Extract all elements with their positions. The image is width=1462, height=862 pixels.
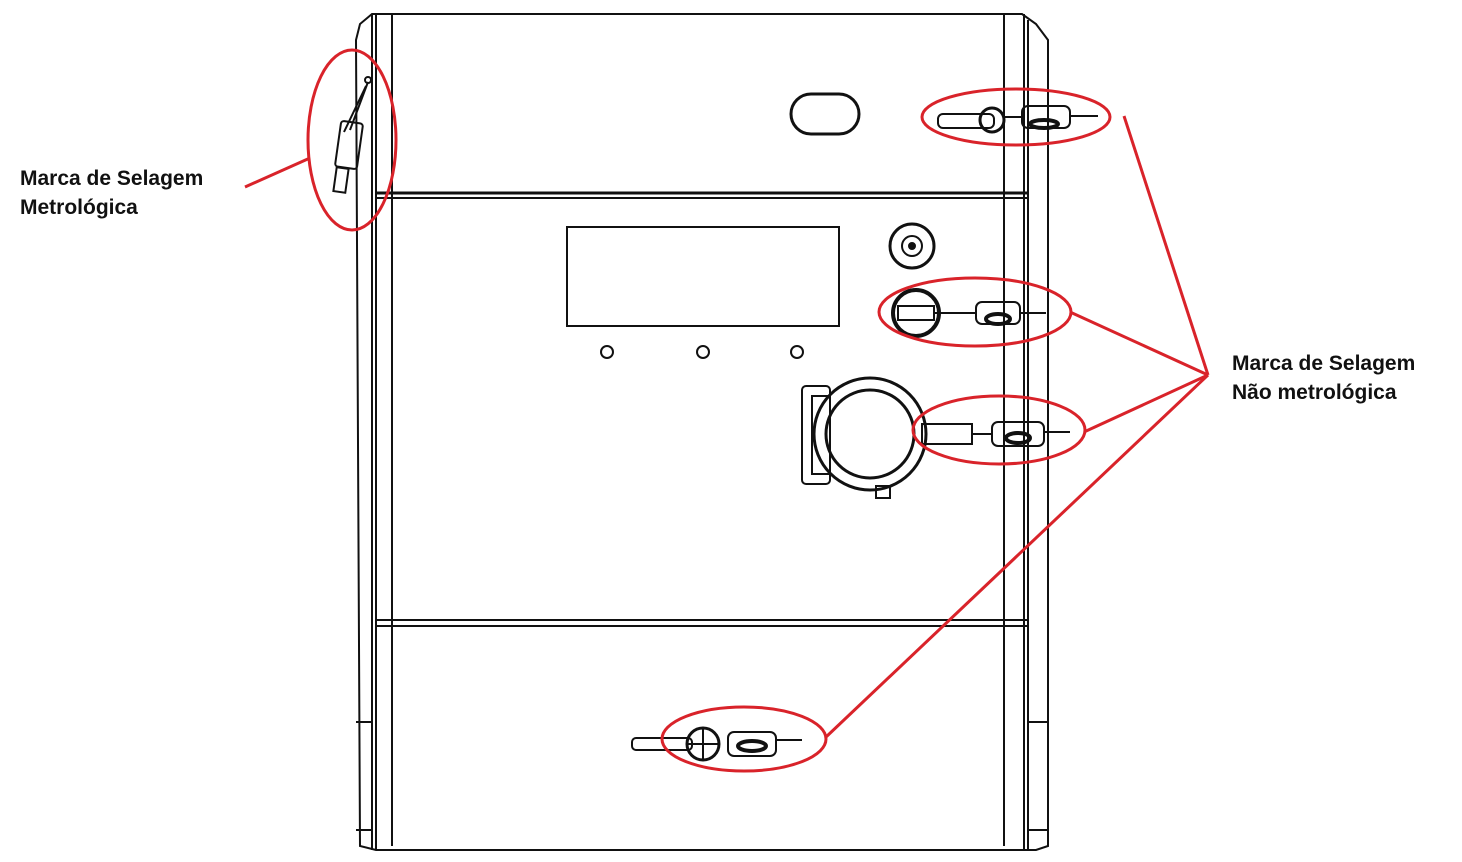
non-metrological-seal-label-line1: Marca de Selagem	[1232, 352, 1416, 375]
metrological-seal	[332, 76, 372, 194]
highlight-seal-top	[920, 87, 1112, 147]
leader-to-top	[1122, 115, 1210, 376]
annotation-highlights	[306, 48, 1112, 773]
round-button	[888, 222, 936, 270]
meter-body	[354, 13, 1049, 851]
leader-to-bottom	[824, 373, 1210, 739]
leader-metrological	[244, 156, 311, 189]
indicator-led	[696, 345, 710, 359]
terminal-cover-seal	[631, 726, 802, 762]
non-metrological-seal-label: Marca de Selagem Não metrológica	[1232, 349, 1415, 407]
highlight-seal-connector	[911, 394, 1087, 466]
metrological-seal-label-line2: Metrológica	[20, 196, 138, 219]
annotation-leader-lines	[244, 115, 1210, 739]
indicator-led	[790, 345, 804, 359]
leader-to-connector	[1083, 373, 1209, 434]
non-metrological-seal-label-line2: Não metrológica	[1232, 381, 1397, 404]
optical-connector	[801, 376, 1070, 499]
metrological-seal-label-line1: Marca de Selagem	[20, 167, 204, 190]
indicator-led	[600, 345, 614, 359]
lcd-display	[566, 226, 840, 327]
cover-seal-top-right	[937, 105, 1098, 134]
highlight-seal-bottom	[660, 705, 828, 773]
sealed-button	[891, 288, 1046, 338]
metrological-seal-label: Marca de Selagem Metrológica	[20, 164, 203, 222]
leader-to-button	[1069, 310, 1209, 377]
highlight-metrological-seal	[306, 48, 398, 232]
optical-port-window	[789, 92, 861, 136]
